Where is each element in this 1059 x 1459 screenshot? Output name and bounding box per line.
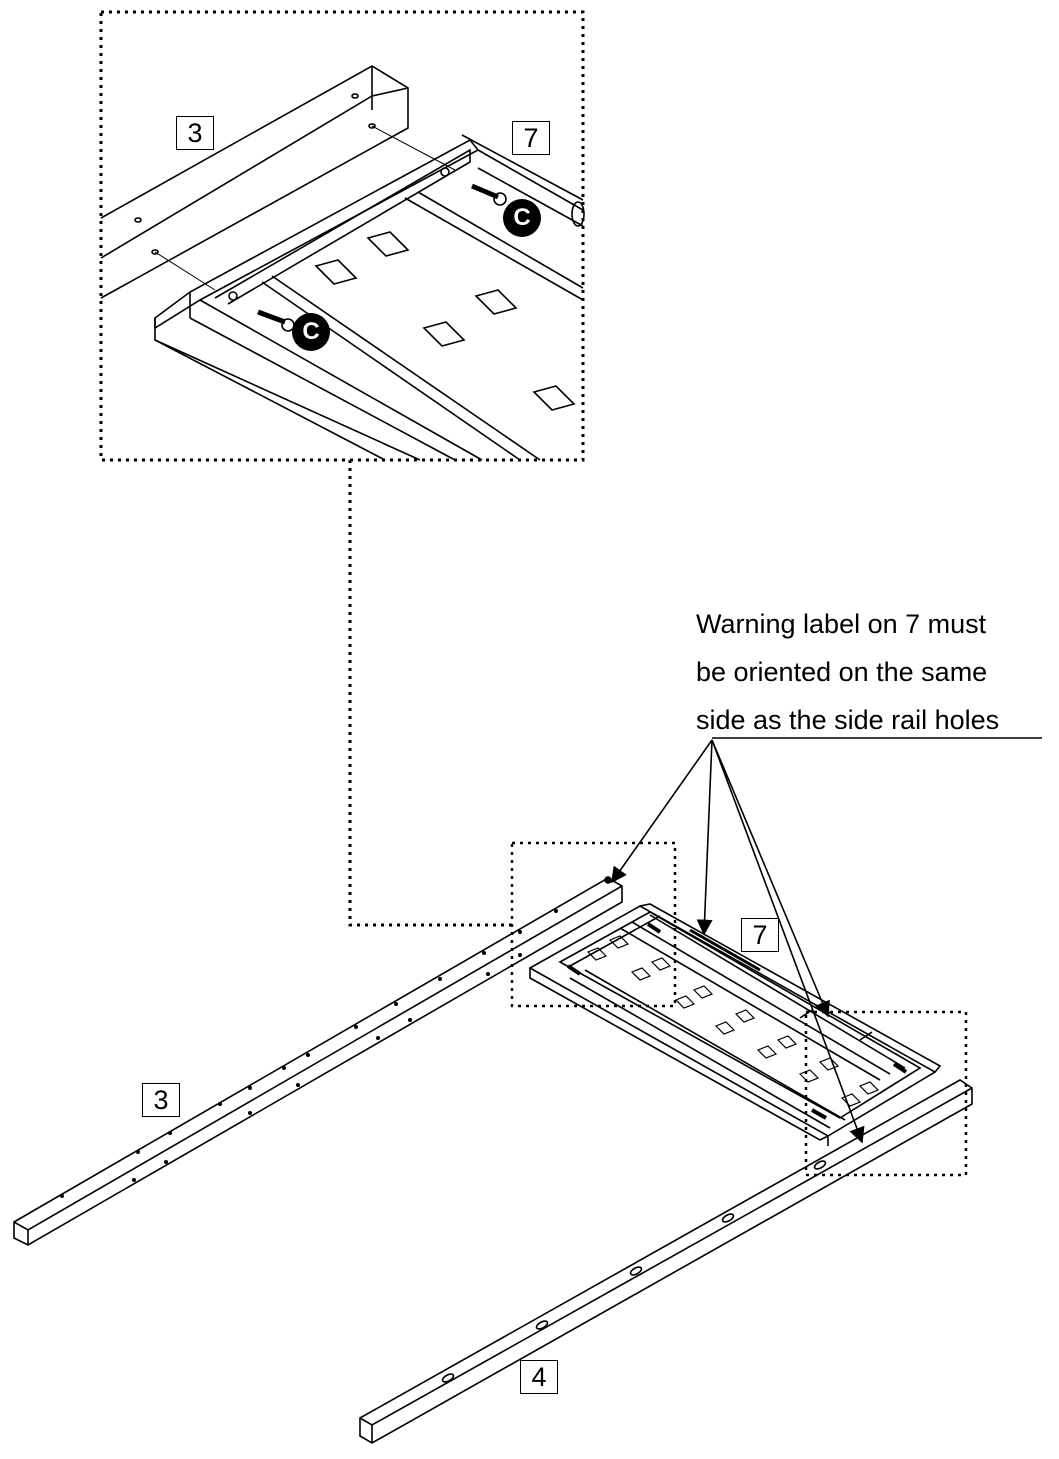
main-assembly bbox=[13, 841, 973, 1444]
hardware-c-badge-bottom: C bbox=[292, 313, 330, 351]
main-part-label-4: 4 bbox=[520, 1360, 558, 1394]
detail-inset-border bbox=[99, 10, 585, 462]
warning-callout-line-2: be oriented on the same bbox=[696, 657, 988, 687]
warning-callout-line-3: side as the side rail holes bbox=[696, 705, 1000, 735]
main-part-label-7: 7 bbox=[741, 918, 779, 952]
detail-box-left bbox=[510, 841, 677, 1008]
main-slat-panel-7 bbox=[528, 903, 942, 1146]
warning-callout-line-1: Warning label on 7 must bbox=[696, 609, 987, 639]
main-part-label-3: 3 bbox=[142, 1083, 180, 1117]
detail-diamonds bbox=[314, 231, 576, 411]
detail-part-label-7: 7 bbox=[512, 121, 550, 155]
main-rail-4-holes bbox=[441, 1160, 827, 1383]
detail-box-right bbox=[804, 1010, 968, 1177]
main-rail-4 bbox=[359, 1079, 973, 1444]
warning-callout: Warning label on 7 must be oriented on t… bbox=[696, 600, 1056, 744]
detail-part-label-3: 3 bbox=[176, 116, 214, 150]
inset-connector bbox=[348, 460, 512, 927]
detail-slat-frame bbox=[154, 125, 585, 461]
detail-bolts bbox=[257, 183, 507, 332]
detail-inset bbox=[99, 10, 585, 462]
main-diamonds bbox=[586, 935, 880, 1107]
callout-leaders bbox=[611, 737, 1042, 1144]
detail-rail-3 bbox=[100, 65, 409, 299]
hardware-c-badge-top: C bbox=[503, 199, 541, 237]
main-rail-3 bbox=[13, 876, 623, 1246]
main-rail-3-holes bbox=[60, 909, 558, 1198]
